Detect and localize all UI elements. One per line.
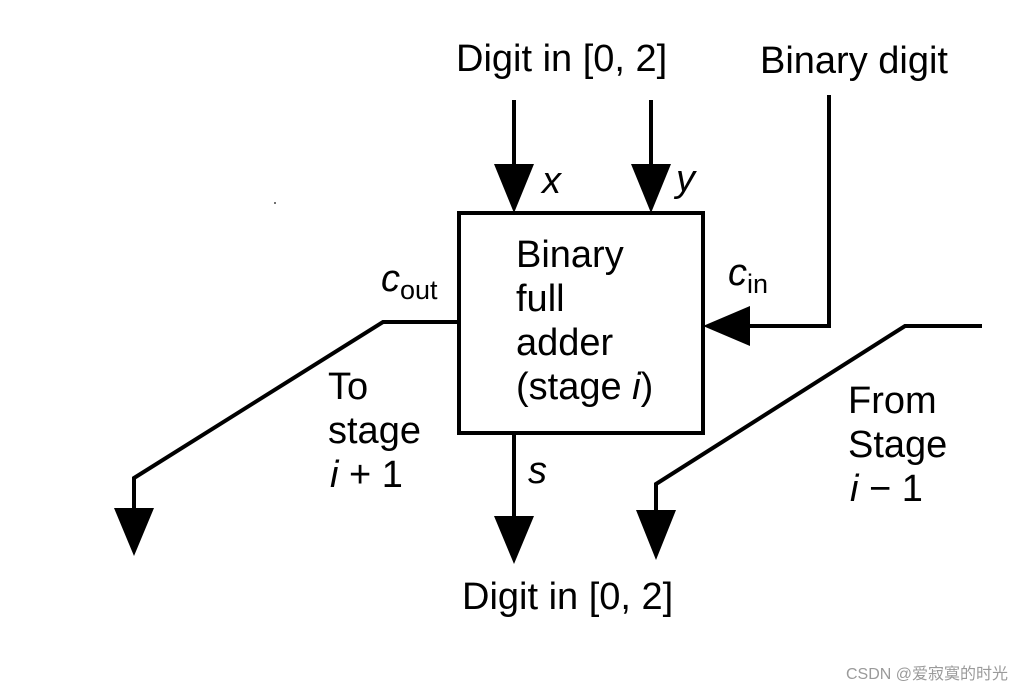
block-line-1: Binary (516, 234, 624, 276)
cout-wire (132, 320, 459, 512)
stray-dot (274, 202, 276, 204)
cin-c: c (728, 252, 747, 294)
cout-subscript: out (400, 275, 438, 305)
block-line-3: adder (516, 322, 614, 364)
to-stage-line-3: i + 1 (330, 454, 403, 496)
from-stage-minus-one: − 1 (858, 468, 923, 510)
to-stage-plus-one: + 1 (338, 454, 403, 496)
block-line-4-i: i (632, 366, 641, 408)
watermark: CSDN @爱寂寞的时光 (845, 666, 1008, 683)
y-arrowhead (631, 164, 671, 213)
cin-subscript: in (747, 269, 769, 299)
bottom-output-label: Digit in [0, 2] (462, 576, 674, 618)
x-label: x (542, 160, 561, 202)
binary-digit-label: Binary digit (760, 40, 948, 82)
cout-label: cout (381, 258, 438, 305)
cin-label: cin (728, 252, 769, 299)
s-arrowhead (494, 516, 534, 564)
top-input-label: Digit in [0, 2] (456, 38, 668, 80)
from-stage-line-3: i − 1 (850, 468, 923, 510)
block-line-4: (stage i) (516, 365, 653, 409)
cout-arrowhead (114, 508, 154, 556)
s-label: s (528, 450, 547, 492)
cin-arrowhead (703, 306, 750, 346)
adder-block-text: Binary full adder (stage i) (516, 233, 653, 409)
from-stage-wire (654, 324, 982, 514)
cin-wire (750, 95, 831, 328)
block-line-4-pre: (stage (516, 366, 633, 408)
from-stage-arrowhead (636, 510, 676, 560)
to-stage-i: i (330, 454, 339, 496)
to-stage-line-1: To (328, 366, 369, 408)
cout-c: c (381, 258, 400, 300)
y-label: y (676, 158, 695, 200)
to-stage-line-2: stage (328, 410, 421, 452)
block-line-4-post: ) (640, 366, 654, 408)
x-arrowhead (494, 164, 534, 213)
from-stage-line-2: Stage (848, 424, 948, 466)
from-stage-i: i (850, 468, 859, 510)
block-line-2: full (516, 278, 565, 320)
from-stage-line-1: From (848, 380, 937, 422)
